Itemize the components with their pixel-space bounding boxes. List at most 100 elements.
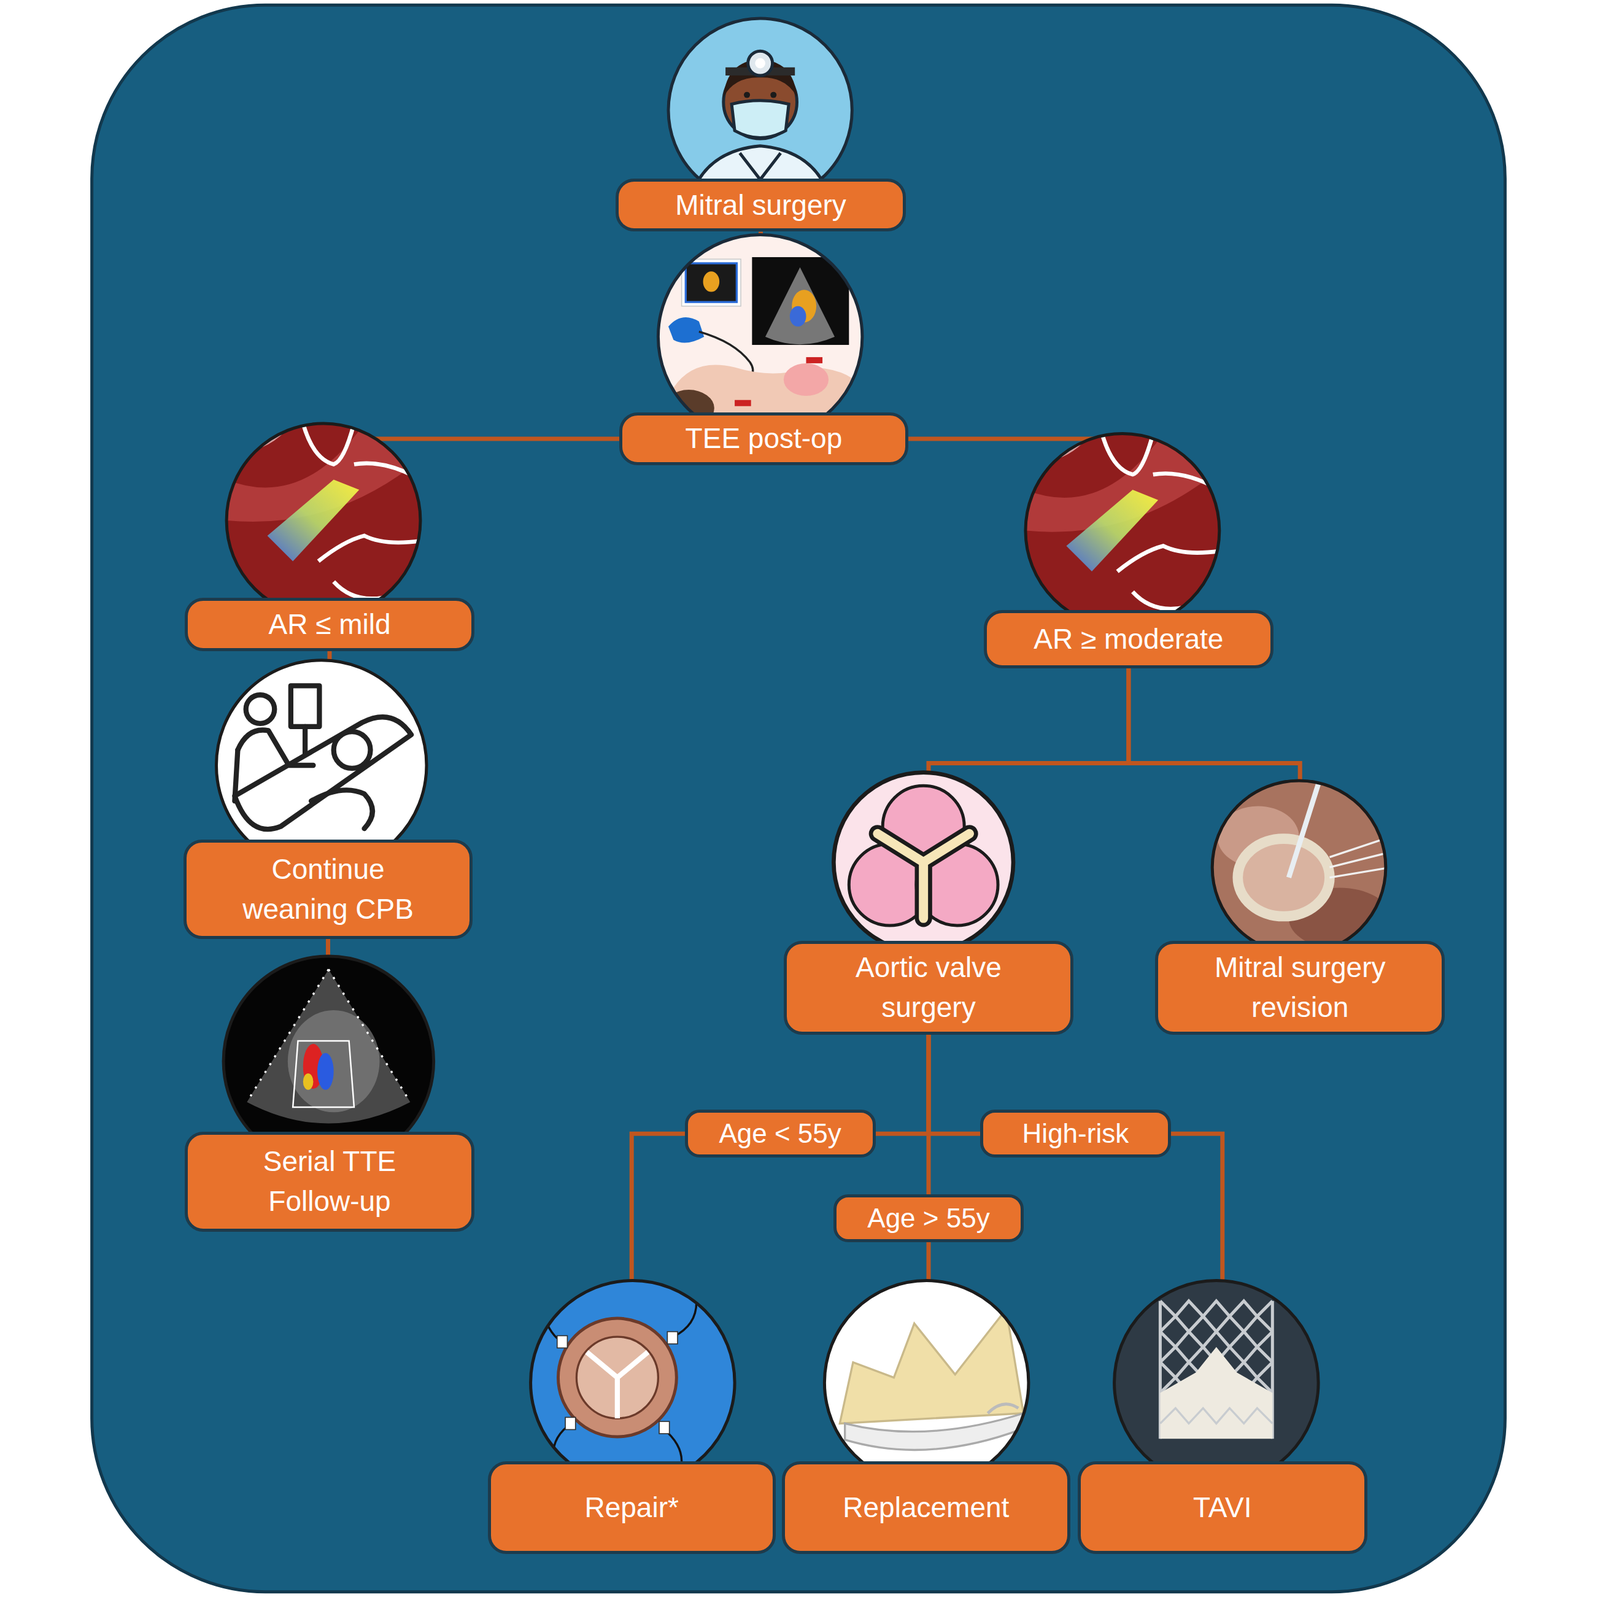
illustration-part: [833, 772, 1014, 953]
illustration-part: [839, 1309, 1024, 1450]
illustration-part: [544, 1285, 696, 1485]
illustration-part: [302, 726, 308, 756]
illustration-part: [1025, 433, 1220, 628]
illustration-part: [1066, 489, 1159, 572]
edge-label: Age < 55y: [684, 1109, 876, 1158]
illustration-part: [246, 694, 275, 724]
illustration-part: [292, 1040, 355, 1108]
illustration-part: [1212, 780, 1386, 955]
illustration-part: [1159, 1301, 1273, 1439]
process-box: TEE post-op: [619, 412, 909, 466]
illustration-part: [1132, 591, 1186, 609]
illustration-part: [1025, 433, 1220, 628]
illustration-part: [530, 1280, 736, 1486]
illustration-part: [1159, 1331, 1273, 1348]
bioprosthesis-image: [824, 1280, 1029, 1486]
illustration-part: [287, 1010, 380, 1113]
box-text: AR ≥ moderate: [1033, 619, 1224, 660]
illustration-part: [659, 1421, 670, 1434]
aortic-valve-icon: [833, 772, 1014, 953]
edge-label: Age > 55y: [833, 1194, 1025, 1243]
tee-illustration: [657, 234, 863, 439]
illustration-part: [303, 1073, 314, 1090]
illustration-part: [317, 1053, 334, 1090]
illustration-part: [657, 234, 863, 439]
box-text: TAVI: [1193, 1487, 1252, 1528]
illustration-part: [290, 685, 320, 727]
illustration-part: [668, 317, 704, 343]
illustration-part: [685, 263, 737, 302]
illustration-part: [557, 1335, 568, 1348]
illustration-part: [743, 92, 750, 99]
illustration-part: [1159, 1301, 1273, 1439]
illustration-part: [1114, 1280, 1319, 1486]
illustration-part: [739, 152, 781, 180]
box-text: Continue weaning CPB: [216, 849, 441, 930]
illustration-part: [668, 18, 852, 202]
illustration-part: [246, 969, 410, 1124]
process-box: Serial TTE Follow-up: [184, 1131, 475, 1232]
illustration-part: [246, 969, 410, 1124]
illustration-part: [530, 1280, 736, 1486]
box-text: Repair*: [584, 1487, 679, 1528]
illustration-part: [770, 92, 777, 99]
illustration-part: [1159, 1301, 1273, 1317]
illustration-part: [1159, 1301, 1273, 1439]
illustration-part: [1237, 838, 1330, 917]
illustration-part: [839, 1309, 1024, 1424]
process-box: Continue weaning CPB: [183, 839, 473, 939]
illustration-part: [657, 234, 863, 439]
illustration-part: [877, 833, 970, 919]
illustration-part: [328, 969, 410, 1102]
process-box: TAVI: [1077, 1461, 1368, 1554]
box-text: Aortic valve surgery: [816, 947, 1041, 1029]
illustration-part: [1159, 1347, 1273, 1440]
process-box: Mitral surgery: [615, 178, 907, 232]
aortic-regurgitation-image: [226, 423, 421, 618]
illustration-part: [845, 1413, 1024, 1451]
illustration-part: [576, 1336, 658, 1419]
illustration-part: [783, 363, 829, 396]
box-text: Mitral surgery: [675, 185, 847, 226]
illustration-part: [216, 660, 427, 871]
illustration-part: [311, 789, 373, 829]
illustration-part: [731, 100, 789, 139]
illustration-part: [751, 257, 849, 345]
tavi-image: [1114, 1280, 1319, 1486]
illustration-part: [877, 833, 970, 919]
illustration-part: [303, 423, 355, 465]
illustration-part: [226, 423, 421, 618]
illustration-part: [748, 50, 773, 76]
illustration-part: [754, 58, 766, 69]
process-box: AR ≥ moderate: [983, 610, 1274, 669]
illustration-part: [234, 685, 412, 830]
illustration-part: [667, 1331, 678, 1345]
box-text: Replacement: [842, 1487, 1009, 1528]
process-box: Aortic valve surgery: [783, 940, 1074, 1035]
mitral-surgery-photo: [1212, 780, 1391, 955]
illustration-part: [234, 716, 412, 830]
illustration-part: [1288, 780, 1320, 878]
illustration-part: [544, 1285, 696, 1485]
illustration-part: [987, 1404, 1019, 1414]
illustration-part: [789, 306, 807, 327]
illustration-part: [681, 258, 741, 306]
illustration-part: [1114, 1280, 1319, 1486]
illustration-part: [703, 271, 720, 292]
illustration-part: [1117, 546, 1220, 572]
illustration-part: [246, 969, 329, 1102]
illustration-part: [734, 400, 752, 407]
illustration-part: [824, 1280, 1029, 1486]
process-box: AR ≤ mild: [184, 597, 475, 651]
illustration-part: [226, 423, 421, 618]
edge-label: High-risk: [980, 1109, 1172, 1158]
illustration-part: [848, 785, 998, 926]
bedside-icon: [216, 660, 427, 871]
box-text: Mitral surgery revision: [1187, 947, 1413, 1029]
illustration-part: [765, 267, 835, 345]
surgeon-icon: [668, 18, 852, 205]
illustration-part: [824, 1280, 1029, 1486]
illustration-part: [586, 1352, 649, 1419]
